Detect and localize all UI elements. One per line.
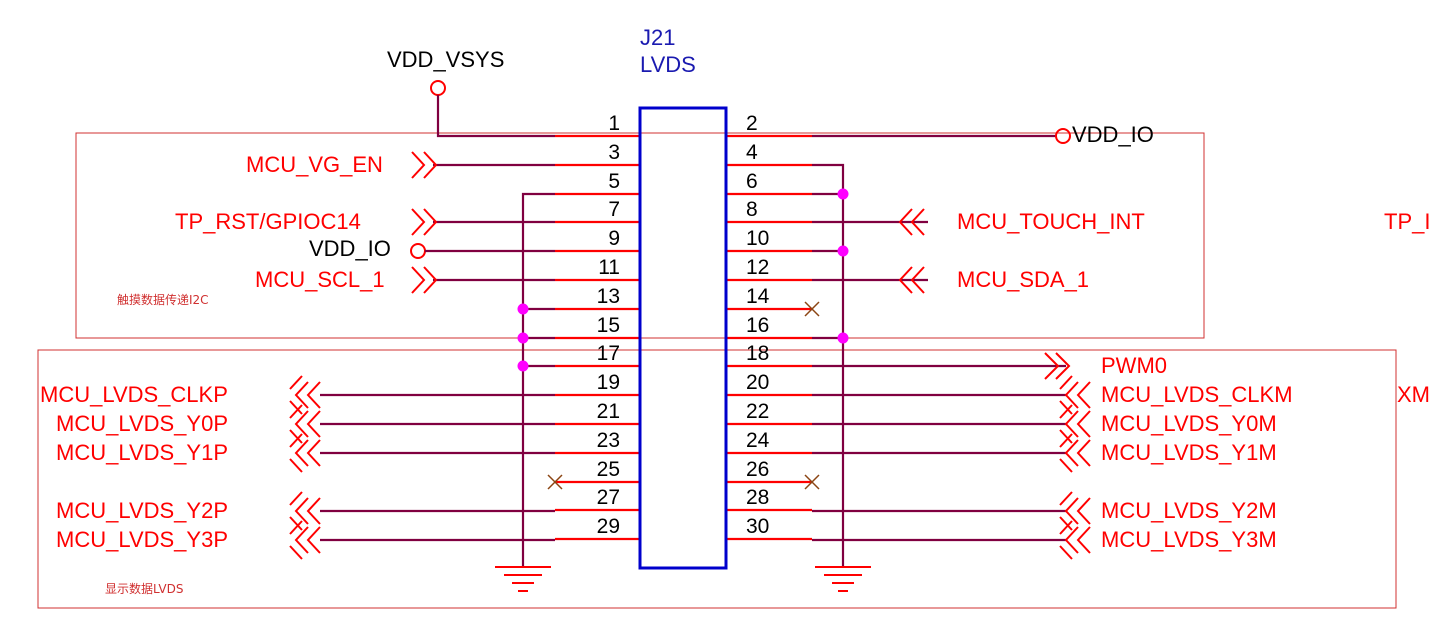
junction-dot	[837, 245, 849, 257]
right-input-ports	[898, 208, 925, 294]
left-input-ports	[411, 151, 438, 294]
pin-number-left: 13	[597, 285, 620, 308]
net-label-clkp: MCU_LVDS_CLKP	[40, 382, 228, 407]
net-label-y1p: MCU_LVDS_Y1P	[56, 440, 228, 465]
net-label-pwm: PWM0	[1101, 353, 1167, 378]
lvds-group-box	[37, 349, 1397, 609]
pin-number-left: 29	[597, 515, 620, 538]
lvds-group-label: 显示数据LVDS	[105, 581, 183, 596]
pin-number-left: 27	[597, 486, 620, 509]
pin-number-left: 5	[608, 170, 620, 193]
net-label-y0p: MCU_LVDS_Y0P	[56, 411, 228, 436]
junction-dot	[837, 332, 849, 344]
net-label-y3p: MCU_LVDS_Y3P	[56, 527, 228, 552]
vdd-vsys-port	[430, 80, 446, 96]
pin-number-right: 16	[746, 314, 769, 337]
y2m-port-icon	[1059, 491, 1091, 531]
vdd-vsys-wire	[436, 95, 555, 138]
pin-number-left: 25	[597, 458, 620, 481]
net-label-y2m: MCU_LVDS_Y2M	[1101, 498, 1277, 523]
pin-number-left: 3	[608, 141, 620, 164]
junction-dots	[517, 188, 849, 372]
net-label-y1m: MCU_LVDS_Y1M	[1101, 440, 1277, 465]
pin-number-right: 4	[746, 141, 758, 164]
ground-symbol-right	[815, 566, 871, 592]
vdd-io-left-port	[410, 243, 426, 259]
lvds-left-ports	[289, 375, 321, 560]
pin-stubs	[555, 134, 812, 541]
right-ground-bus	[812, 163, 845, 567]
pin-number-right: 22	[746, 400, 769, 423]
y3m-port-icon	[1059, 520, 1091, 560]
pin-number-left: 21	[597, 400, 620, 423]
pin-number-right: 2	[746, 112, 758, 135]
tp-rst-port-icon	[411, 208, 438, 236]
pin-number-left: 19	[597, 371, 620, 394]
vdd-io-right-port	[1055, 128, 1071, 144]
vdd-vsys-label: VDD_VSYS	[387, 47, 504, 72]
net-label-clkm: MCU_LVDS_CLKM	[1101, 382, 1293, 407]
y1m-port-icon	[1059, 433, 1091, 473]
junction-dot	[517, 360, 529, 372]
net-label-y3m: MCU_LVDS_Y3M	[1101, 527, 1277, 552]
connector-body	[638, 106, 728, 570]
junction-dot	[517, 332, 529, 344]
no-connect-x-pin26	[804, 474, 820, 490]
y2p-port-icon	[289, 491, 321, 531]
net-label-vg-en: MCU_VG_EN	[246, 152, 383, 177]
pin-number-left: 23	[597, 429, 620, 452]
pin-number-left: 15	[597, 314, 620, 337]
pin-number-right: 10	[746, 227, 769, 250]
y1p-port-icon	[289, 433, 321, 473]
net-label-clipped-top: TP_I	[1384, 209, 1430, 234]
touch-int-port-icon	[898, 208, 925, 236]
net-label-clipped-mid: XM	[1397, 382, 1430, 407]
no-connect-markers	[547, 301, 820, 490]
net-label-y0m: MCU_LVDS_Y0M	[1101, 411, 1277, 436]
no-connect-x-pin14	[804, 301, 820, 317]
clkm-port-icon	[1059, 375, 1091, 415]
lvds-right-ports	[1059, 375, 1091, 560]
pin-number-right: 12	[746, 256, 769, 279]
pin-number-right: 6	[746, 170, 758, 193]
no-connect-x-pin25	[547, 474, 563, 490]
connector-designator: J21	[640, 25, 675, 50]
net-label-sda: MCU_SDA_1	[957, 267, 1089, 292]
pin-number-right: 20	[746, 371, 769, 394]
y0m-port-icon	[1059, 404, 1091, 444]
connector-value: LVDS	[640, 52, 696, 77]
sda-port-icon	[898, 266, 925, 294]
pin-number-left: 7	[608, 198, 620, 221]
left-ground-bus	[521, 192, 555, 567]
pin-number-right: 24	[746, 429, 770, 452]
pin-number-right: 8	[746, 198, 758, 221]
net-label-touch-int: MCU_TOUCH_INT	[957, 209, 1145, 234]
net-label-tp-rst: TP_RST/GPIOC14	[175, 209, 361, 234]
pin-number-right: 18	[746, 342, 769, 365]
net-label-scl: MCU_SCL_1	[255, 267, 385, 292]
pin-number-left: 11	[598, 256, 620, 279]
pin-number-left: 1	[608, 112, 620, 135]
clkp-port-icon	[289, 375, 321, 415]
y3p-port-icon	[289, 520, 321, 560]
junction-dot	[517, 303, 529, 315]
vdd-io-right-label: VDD_IO	[1072, 122, 1154, 147]
pwm-port-icon	[1044, 352, 1071, 380]
pin-number-left: 17	[597, 342, 620, 365]
pin-number-right: 28	[746, 486, 769, 509]
ground-symbol-left	[495, 566, 551, 592]
pin-number-right: 30	[746, 515, 769, 538]
junction-dot	[837, 188, 849, 200]
vg-en-port-icon	[411, 151, 438, 179]
pin-number-right: 26	[746, 458, 769, 481]
scl-port-icon	[411, 266, 438, 294]
net-label-y2p: MCU_LVDS_Y2P	[56, 498, 228, 523]
vdd-io-left-label: VDD_IO	[309, 236, 391, 261]
pin-number-right: 14	[746, 285, 770, 308]
pin-number-left: 9	[608, 227, 620, 250]
y0p-port-icon	[289, 404, 321, 444]
i2c-group-label: 触摸数据传递I2C	[117, 292, 209, 307]
